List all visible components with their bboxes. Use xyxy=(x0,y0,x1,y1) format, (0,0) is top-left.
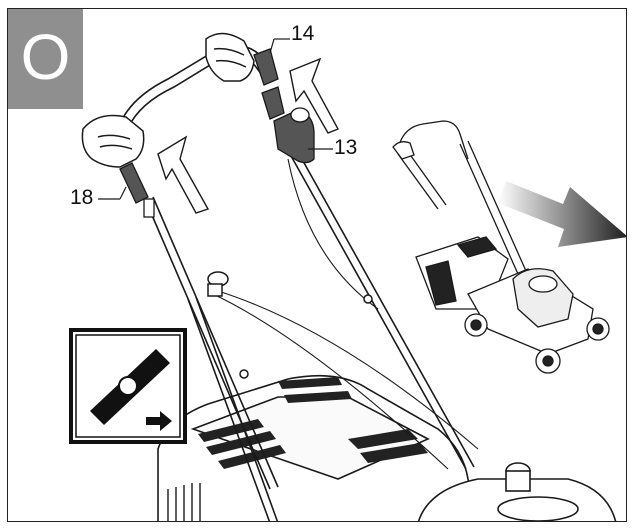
motion-arrow-left xyxy=(157,135,210,214)
step-marker: O xyxy=(8,9,83,109)
grille xyxy=(167,483,201,521)
motion-arrow-right xyxy=(289,57,339,134)
blade-direction-icon xyxy=(69,328,187,444)
engine-cap xyxy=(417,462,617,521)
left-hand xyxy=(81,114,145,168)
mower-illustration xyxy=(69,32,626,521)
callout-14: 14 xyxy=(291,22,315,45)
callout-13: 13 xyxy=(334,136,358,159)
step-letter: O xyxy=(20,21,71,93)
deck-vents xyxy=(198,377,428,469)
small-mower xyxy=(392,120,610,374)
illustration-frame: O 14 13 18 xyxy=(7,8,627,522)
lever-13 xyxy=(273,107,315,164)
callout-leaders xyxy=(98,38,333,200)
handle-left-rail xyxy=(144,196,279,521)
right-hand xyxy=(205,32,255,82)
callout-18: 18 xyxy=(70,186,94,209)
direction-arrow-icon xyxy=(498,181,626,247)
control-cables xyxy=(212,158,479,470)
lever-14 xyxy=(253,48,285,120)
handle-knob xyxy=(207,271,373,379)
lever-18 xyxy=(119,162,155,218)
